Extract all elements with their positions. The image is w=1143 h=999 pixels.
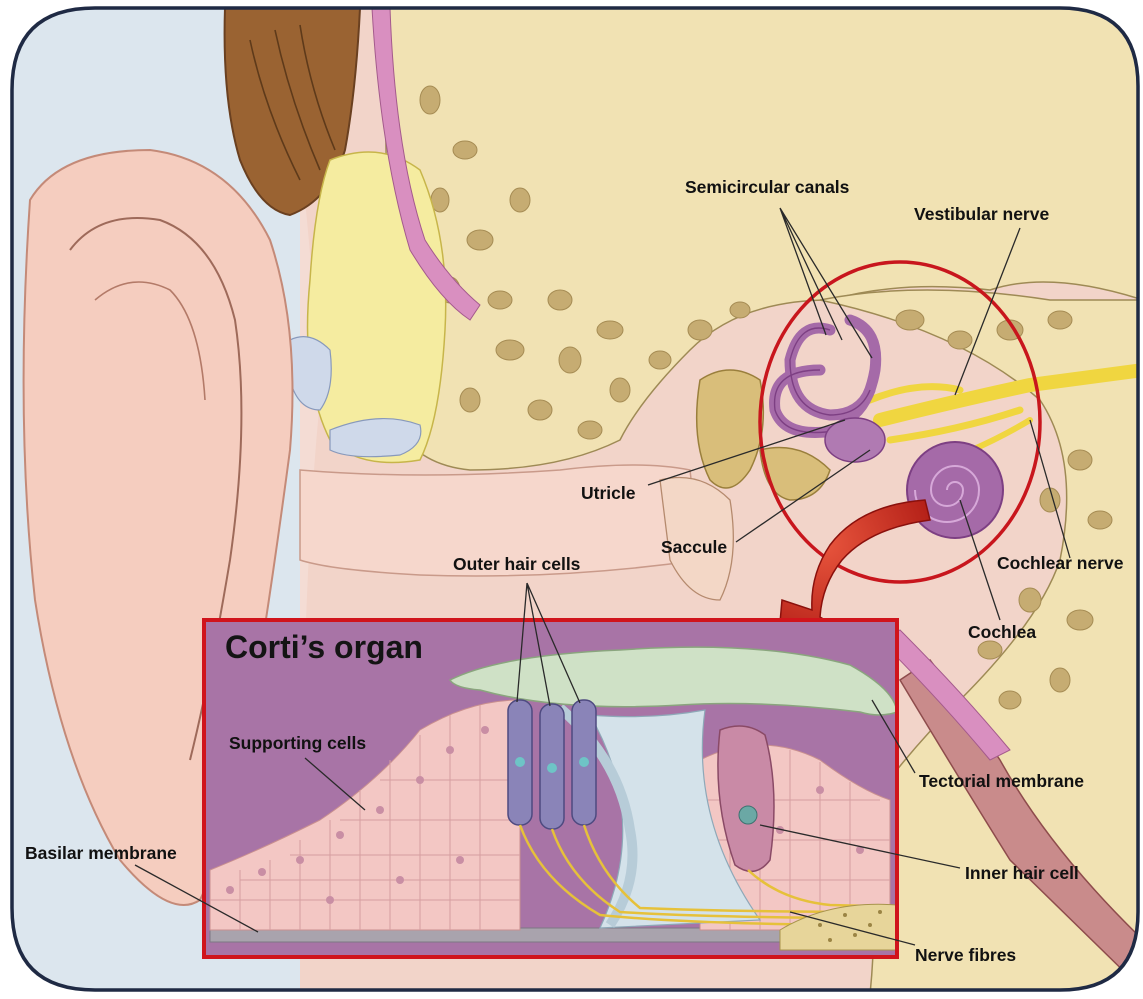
label-inner-hair-cell: Inner hair cell [965, 863, 1079, 883]
inset-title: Corti’s organ [225, 629, 423, 665]
cochlea [907, 442, 1003, 538]
label-tectorial-membrane: Tectorial membrane [919, 771, 1084, 791]
label-supporting-cells: Supporting cells [229, 733, 366, 753]
vestibule [825, 418, 885, 462]
label-cochlear-nerve: Cochlear nerve [997, 553, 1124, 573]
label-basilar-membrane: Basilar membrane [25, 843, 177, 863]
label-cochlea: Cochlea [968, 622, 1036, 642]
label-nerve-fibres: Nerve fibres [915, 945, 1016, 965]
label-outer-hair-cells: Outer hair cells [453, 554, 581, 574]
label-vestibular-nerve: Vestibular nerve [914, 204, 1049, 224]
label-semicircular-canals: Semicircular canals [685, 177, 850, 197]
corti-organ-inset [204, 620, 897, 957]
label-utricle: Utricle [581, 483, 636, 503]
label-saccule: Saccule [661, 537, 727, 557]
